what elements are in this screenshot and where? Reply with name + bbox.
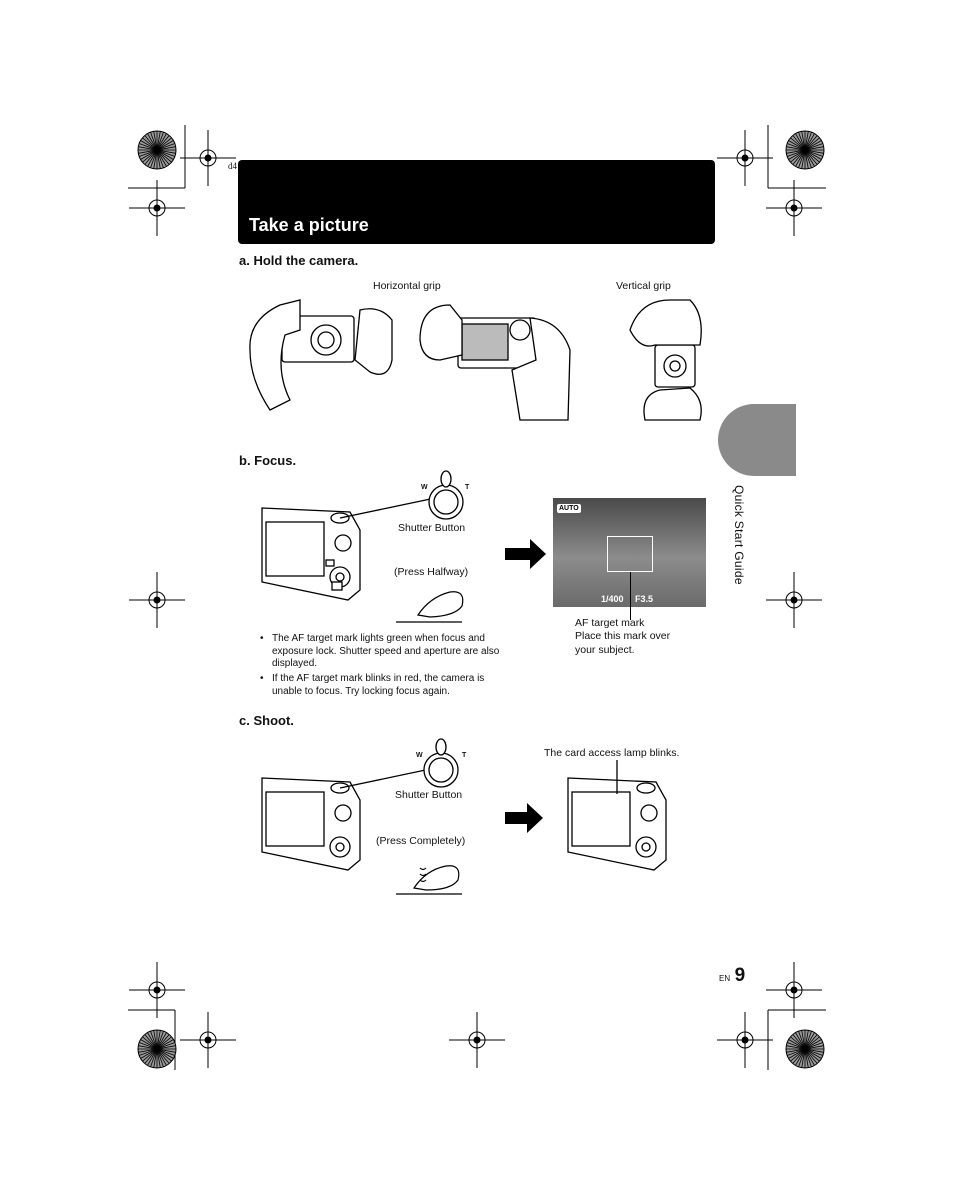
arrow-right-icon-c	[505, 803, 543, 833]
af-target-frame	[607, 536, 653, 572]
aperture-readout: F3.5	[635, 594, 654, 604]
vertical-grip-label: Vertical grip	[616, 280, 671, 292]
af-callout-line	[630, 572, 631, 620]
sunburst-target-icon	[785, 130, 825, 170]
sunburst-target-icon	[137, 130, 177, 170]
zoom-t-label: T	[465, 484, 470, 491]
mode-badge: AUTO	[557, 504, 581, 513]
card-lamp-label: The card access lamp blinks.	[544, 747, 680, 759]
registration-mark-icon	[766, 572, 822, 628]
af-target-mark-label: AF target mark	[575, 617, 645, 629]
side-tab	[718, 404, 796, 476]
registration-mark-icon	[129, 962, 185, 1018]
sunburst-target-icon	[137, 1029, 177, 1069]
section-header: Take a picture	[238, 160, 715, 244]
sunburst-target-icon	[785, 1029, 825, 1069]
horizontal-grip-label: Horizontal grip	[373, 280, 441, 292]
registration-mark-icon	[129, 180, 185, 236]
registration-mark-icon	[180, 130, 236, 186]
shutter-button-label-c: Shutter Button	[395, 789, 463, 801]
shutter-button-label-b: Shutter Button	[398, 522, 466, 534]
bullet-1: • The AF target mark lights green when f…	[260, 633, 500, 669]
registration-mark-icon	[766, 180, 822, 236]
step-b-label: b. Focus.	[239, 453, 297, 468]
shutter-speed-readout: 1/400	[601, 594, 624, 604]
page-number: EN 9	[719, 965, 746, 986]
registration-mark-icon	[449, 1012, 505, 1068]
zoom-t-label-c: T	[462, 752, 467, 759]
af-desc-line1: Place this mark over	[575, 630, 671, 642]
registration-mark-icon	[766, 962, 822, 1018]
zoom-w-label-c: W	[416, 752, 423, 759]
bullet-2: • If the AF target mark blinks in red, t…	[260, 673, 485, 697]
page-title: Take a picture	[249, 215, 369, 235]
press-halfway-label: (Press Halfway)	[394, 566, 469, 578]
camera-focus-illustration	[261, 496, 441, 601]
side-tab-text: Quick Start Guide	[732, 485, 746, 585]
registration-mark-icon	[717, 1012, 773, 1068]
step-a-label: a. Hold the camera.	[239, 253, 359, 268]
registration-mark-icon	[717, 130, 773, 186]
registration-mark-icon	[180, 1012, 236, 1068]
press-completely-label: (Press Completely)	[376, 835, 466, 847]
af-desc-line2: your subject.	[575, 644, 635, 656]
step-c-label: c. Shoot.	[239, 713, 294, 728]
zoom-w-label: W	[421, 484, 428, 491]
corner-code: d4	[228, 161, 237, 171]
registration-mark-icon	[129, 572, 185, 628]
arrow-right-icon-b	[505, 539, 546, 569]
lcd-preview-photo: AUTO 1/400 F3.5	[553, 498, 706, 607]
